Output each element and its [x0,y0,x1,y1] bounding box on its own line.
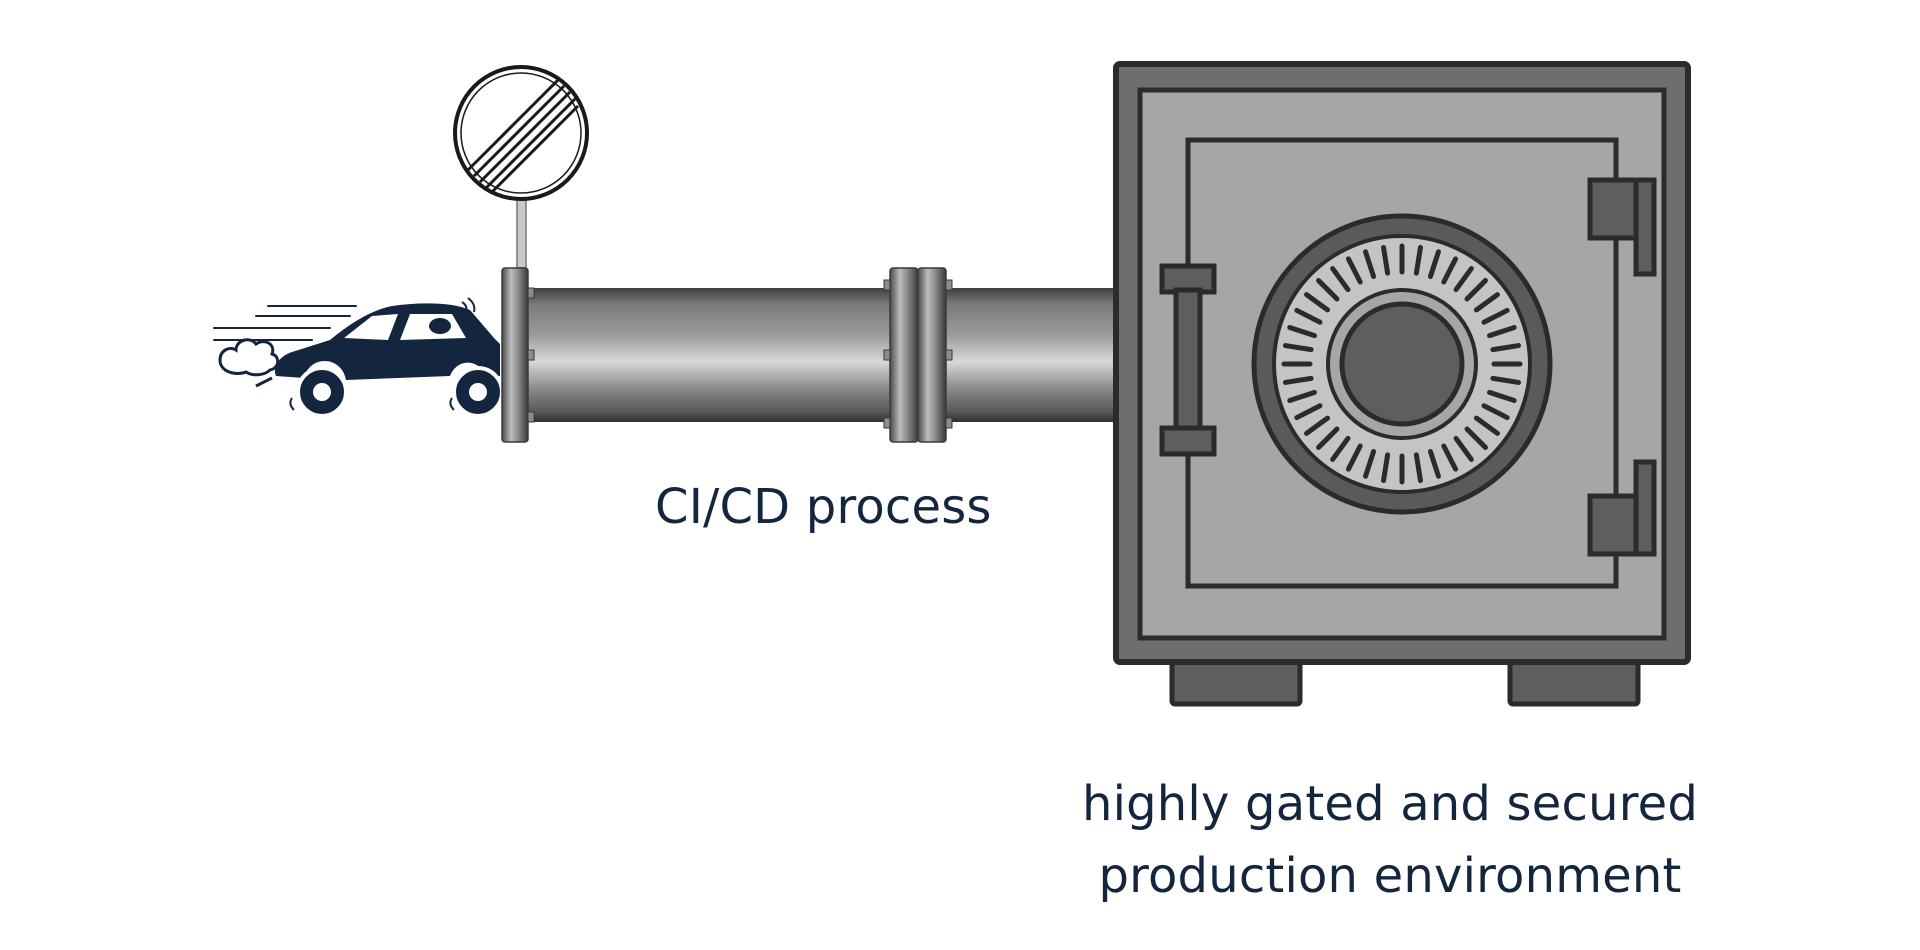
dial-tick [1345,443,1363,472]
dial-tick [1282,343,1314,353]
dial-tick [1481,403,1510,421]
dial-tick [1304,292,1331,313]
sign-face [453,65,589,201]
speeding-car-icon [213,297,504,418]
sign-inner-ring [460,72,582,194]
dial-tick [1490,343,1522,353]
dial-tick [1363,249,1377,280]
dial-tick [1464,426,1488,450]
destination-label-line-2: production environment [1098,848,1682,904]
dial-tick [1316,426,1340,450]
dial-tick [1316,278,1340,302]
sign-post [516,199,527,269]
destination-label: highly gated and secured production envi… [1050,768,1730,912]
dial-tick [1294,307,1323,325]
dial-tick [1473,292,1500,313]
sign-diagonal-stripes [466,78,580,194]
dial-tick [1381,452,1391,484]
car-hubcap-front [469,383,487,401]
car-driver [429,318,451,334]
pipe-flange-left [501,267,529,443]
dial-tick [1381,244,1391,276]
dial-tick [1345,256,1363,285]
end-of-speed-limit-sign-icon [453,65,589,269]
dial-tick [1473,415,1500,436]
dial-tick [1464,278,1488,302]
pipe-bolts [527,279,953,429]
dial-tick [1486,325,1517,339]
dial-tick [1427,249,1441,280]
safe-dial-knob [1339,301,1465,427]
dial-tick [1287,325,1318,339]
car-window-front [344,314,398,340]
speed-lines [213,305,357,341]
dial-tick [1427,448,1441,479]
dial-tick [1363,448,1377,479]
dial-tick [1330,435,1351,462]
pipe-icon [501,267,1116,443]
destination-label-line-1: highly gated and secured [1081,776,1698,832]
dial-tick [1490,375,1522,385]
safe-handle [1159,263,1217,457]
dial-tick [1294,403,1323,421]
dial-tick [1486,389,1517,403]
dial-tick [1304,415,1331,436]
dial-tick [1453,266,1474,293]
safe-icon [1113,61,1691,707]
car-motion-marks [289,297,476,411]
pipe-segment-1 [528,288,890,422]
safe-hinges [1587,177,1657,557]
dial-tick [1330,266,1351,293]
dial-tick [1441,256,1459,285]
exhaust-cloud [218,338,280,388]
dial-tick [1282,375,1314,385]
pipe-flange-middle-b [917,267,947,443]
dial-tick [1481,307,1510,325]
dial-tick [1453,435,1474,462]
dial-tick [1441,443,1459,472]
safe-dial-ticks [1281,243,1523,485]
dial-tick [1413,244,1423,276]
dial-tick [1413,452,1423,484]
dial-tick [1287,389,1318,403]
car-hubcap-rear [313,383,331,401]
pipe-segment-2 [946,288,1116,422]
pipeline-label: CI/CD process [655,479,992,535]
pipe-flange-middle-a [889,267,919,443]
